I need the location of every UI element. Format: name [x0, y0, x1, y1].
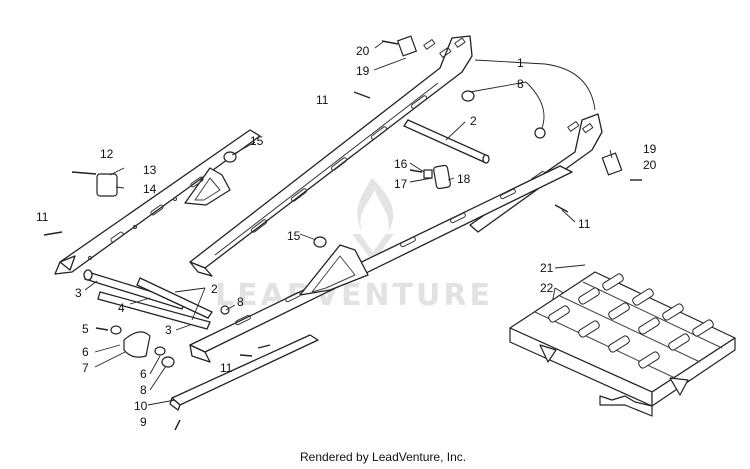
cross-shafts — [83, 119, 490, 330]
callout-11: 11 — [578, 217, 591, 231]
left-slide-rail — [54, 129, 261, 275]
callout-5: 5 — [82, 322, 89, 336]
callout-6: 6 — [82, 345, 89, 359]
callout-7: 7 — [82, 361, 89, 375]
callout-15: 15 — [250, 134, 264, 148]
slide-wear-strip — [169, 334, 319, 411]
callout-8: 8 — [517, 77, 524, 91]
bolts — [43, 40, 642, 431]
watermark-logo — [352, 178, 394, 262]
callout-12: 12 — [100, 147, 114, 161]
callout-2: 2 — [211, 282, 218, 296]
near-slide-rail — [189, 165, 573, 363]
callout-11: 11 — [220, 361, 233, 375]
callout-10: 10 — [134, 399, 148, 413]
callout-labels: 20 19 1 8 11 2 15 12 13 14 16 17 18 19 2… — [36, 44, 657, 429]
track-section — [509, 271, 736, 417]
callout-20: 20 — [643, 158, 657, 172]
callout-8: 8 — [140, 383, 147, 397]
hardware — [96, 35, 623, 368]
callout-14: 14 — [143, 182, 157, 196]
footer-credit: Rendered by LeadVenture, Inc. — [300, 450, 466, 464]
callout-18: 18 — [457, 172, 471, 186]
callout-6: 6 — [140, 367, 147, 381]
callout-16: 16 — [394, 157, 408, 171]
callout-20: 20 — [356, 44, 370, 58]
callout-11: 11 — [36, 210, 49, 224]
callout-1: 1 — [517, 56, 524, 70]
callout-21: 21 — [540, 261, 554, 275]
callout-17: 17 — [394, 177, 408, 191]
callout-19: 19 — [643, 142, 657, 156]
callout-13: 13 — [143, 163, 157, 177]
far-slide-rail — [189, 35, 473, 277]
watermark-text: LEADVENTURE — [215, 278, 493, 313]
callout-22: 22 — [540, 281, 554, 295]
callout-4: 4 — [118, 301, 125, 315]
callout-19: 19 — [356, 64, 370, 78]
callout-2: 2 — [470, 114, 477, 128]
callout-11: 11 — [316, 93, 329, 107]
callout-3: 3 — [165, 323, 172, 337]
callout-15: 15 — [287, 229, 301, 243]
callout-8: 8 — [237, 295, 244, 309]
callout-3: 3 — [75, 286, 82, 300]
callout-9: 9 — [140, 415, 147, 429]
